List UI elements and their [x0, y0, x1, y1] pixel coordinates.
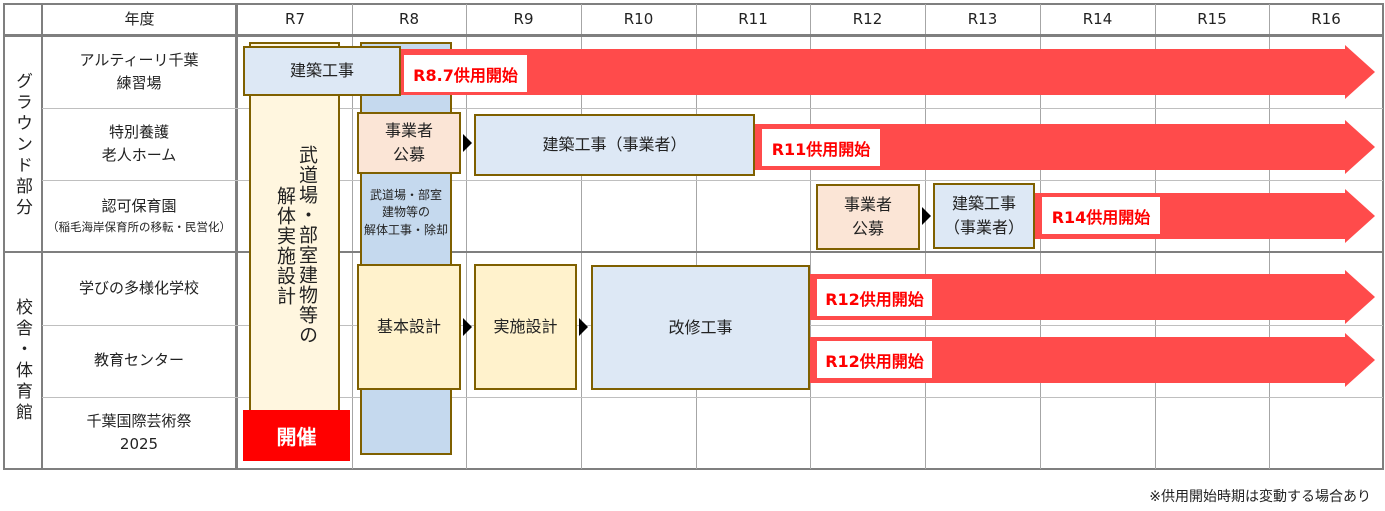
service-start-label: R12供用開始 — [817, 341, 932, 378]
row-label-line: 老人ホーム — [101, 146, 177, 164]
col-divider — [41, 4, 43, 469]
year-header-r15: R15 — [1197, 10, 1227, 29]
task-text: 建築工事 — [951, 194, 1016, 213]
task-text: 解体実施設計 — [274, 186, 296, 306]
year-header-r12: R12 — [852, 10, 883, 29]
table-border — [3, 3, 1384, 470]
col-line — [810, 4, 811, 469]
service-start-label: R14供用開始 — [1042, 197, 1160, 234]
year-header-r10: R10 — [623, 10, 654, 29]
row-label-line: 認可保育園 — [101, 197, 177, 216]
row-label-altiri: アルティーリ千葉練習場 — [42, 36, 236, 108]
year-header-r9: R9 — [513, 10, 534, 29]
year-header-r11: R11 — [738, 10, 768, 29]
col-divider — [235, 4, 238, 469]
task-text: 公募 — [392, 145, 425, 164]
task-altiri-construction: 建築工事 — [243, 46, 401, 96]
row-label-line: 学びの多様化学校 — [78, 278, 199, 297]
year-header-r13: R13 — [967, 10, 998, 29]
row-line — [42, 180, 1383, 181]
task-text: （事業者） — [943, 218, 1024, 237]
row-label-line: 千葉国際芸術祭 — [86, 411, 192, 430]
service-start-label: R12供用開始 — [817, 279, 932, 316]
task-renovation: 改修工事 — [591, 265, 810, 390]
footnote: ※供用開始時期は変動する場合あり — [1149, 489, 1371, 505]
group-divider — [3, 251, 1384, 253]
arrow-right-icon — [922, 207, 931, 225]
row-label-line: 教育センター — [93, 351, 184, 370]
year-header-r14: R14 — [1082, 10, 1113, 29]
year-header-r7: R7 — [285, 10, 305, 29]
col-line — [466, 4, 467, 469]
header-divider — [3, 34, 1384, 37]
row-label-line: アルティーリ千葉 — [79, 50, 199, 69]
row-label-line: 練習場 — [116, 74, 162, 92]
task-text: 解体工事・除却 — [363, 222, 448, 237]
task-demolition: 武道場・部室 建物等の 解体工事・除却 — [360, 42, 452, 455]
col-line — [352, 4, 353, 469]
col-line — [581, 4, 582, 469]
service-start-label: R8.7供用開始 — [404, 55, 527, 92]
task-text: 建物等の — [381, 205, 430, 220]
row-label-school: 学びの多様化学校 — [42, 252, 236, 325]
task-basic-design: 基本設計 — [357, 264, 461, 390]
task-text: 事業者 — [843, 195, 892, 214]
task-text: 公募 — [851, 219, 884, 238]
row-label-art-festival: 千葉国際芸術祭 2025 — [42, 397, 236, 469]
row-label-education-center: 教育センター — [42, 325, 236, 397]
row-line — [42, 108, 1383, 109]
task-text: 武道場・部室建物等の — [296, 145, 318, 345]
col-line — [696, 4, 697, 469]
row-label-line: 2025 — [119, 435, 159, 453]
group-label-school: 校舎・体育館 — [12, 298, 32, 424]
header-year-label: 年度 — [124, 10, 155, 29]
task-detail-design: 実施設計 — [474, 264, 577, 390]
year-header-r8: R8 — [399, 10, 419, 29]
task-nursery-construction: 建築工事 （事業者） — [933, 183, 1035, 249]
group-label-ground: グラウンド部分 — [12, 71, 32, 219]
arrow-right-icon — [463, 318, 472, 336]
task-text: 武道場・部室 — [369, 188, 442, 202]
task-nursing-construction: 建築工事（事業者） — [474, 114, 755, 176]
arrow-right-icon — [463, 134, 472, 152]
col-line — [925, 4, 926, 469]
task-demolition-design — [249, 42, 340, 412]
service-start-label: R11供用開始 — [762, 129, 880, 166]
task-festival-held: 開催 — [243, 410, 350, 461]
task-text: 事業者 — [384, 121, 433, 140]
task-nursing-recruit: 事業者公募 — [357, 112, 461, 174]
year-header-r16: R16 — [1311, 10, 1341, 29]
service-arrow — [401, 45, 1375, 99]
row-label-nursing-home: 特別養護老人ホーム — [42, 108, 236, 180]
row-label-nursery: 認可保育園 （稲毛海岸保育所の移転・民営化） — [42, 180, 236, 252]
row-label-line: 特別養護 — [108, 122, 169, 141]
row-line — [42, 397, 1383, 398]
row-label-line: （稲毛海岸保育所の移転・民営化） — [47, 219, 231, 234]
task-nursery-recruit: 事業者公募 — [816, 184, 920, 250]
arrow-right-icon — [579, 318, 588, 336]
